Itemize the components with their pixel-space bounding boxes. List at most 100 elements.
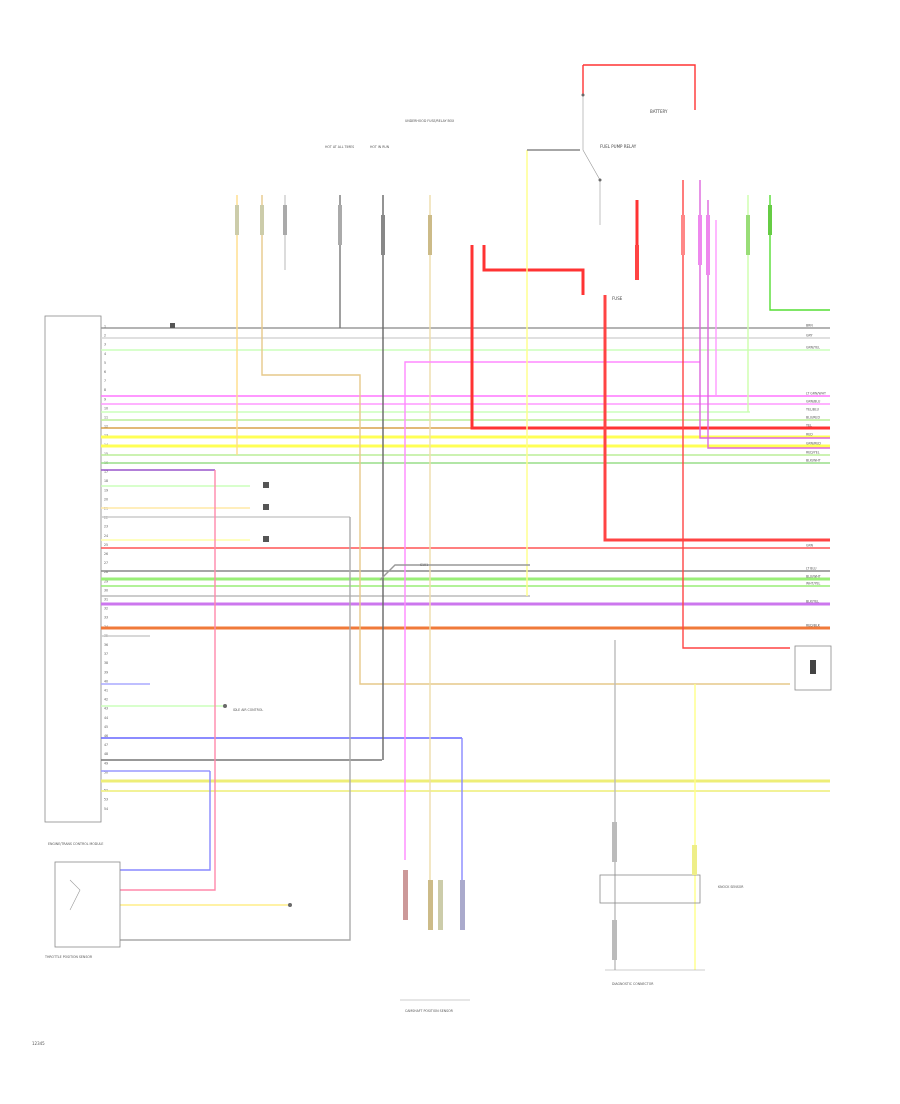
device-5 bbox=[223, 704, 227, 708]
label-idle-air: IDLE AIR CONTROL bbox=[233, 708, 263, 712]
ecm-pin-label: 27 bbox=[104, 561, 108, 565]
wire-label-w15: BLU/WHT bbox=[806, 575, 821, 579]
battery-node bbox=[581, 93, 585, 97]
ecm-pin-label: 42 bbox=[104, 698, 108, 702]
ecm-pin-label: 17 bbox=[104, 470, 108, 474]
bottom-connector-1 bbox=[403, 870, 408, 920]
bottom-connector-3 bbox=[438, 880, 443, 930]
wire-label-w3: GRN/YEL bbox=[806, 346, 820, 350]
wire-v-gray-sensor bbox=[120, 517, 351, 941]
throttle-sensor: ENGINE/TRANS CONTROL MODULE THROTTLE POS… bbox=[44, 842, 121, 959]
ecm-pin-label: 10 bbox=[104, 406, 108, 410]
harness-wires bbox=[101, 327, 830, 792]
connector-3 bbox=[283, 205, 287, 235]
ecm-pin-label: 4 bbox=[104, 352, 106, 356]
ecm-pin-label: 28 bbox=[104, 570, 108, 574]
wire-splice bbox=[379, 564, 530, 581]
device-4 bbox=[263, 536, 269, 542]
wire-v-red-3 bbox=[603, 295, 830, 542]
ecm-pin-label: 39 bbox=[104, 670, 108, 674]
wire-v-red-5 bbox=[682, 180, 790, 649]
wire-v-mag-2 bbox=[707, 200, 830, 449]
ecm-pin-label: 45 bbox=[104, 725, 108, 729]
connector-6 bbox=[428, 215, 432, 255]
connector-5 bbox=[381, 215, 385, 255]
ecm-pin-label: 31 bbox=[104, 598, 108, 602]
ecm-pin-label: 20 bbox=[104, 497, 108, 501]
wire-v-blu-sensor bbox=[120, 771, 211, 871]
wire-label-w12: BLK/WHT bbox=[806, 459, 821, 463]
battery-positive-wire bbox=[583, 64, 696, 110]
throttle-sensor-symbol bbox=[69, 879, 81, 911]
connector-10 bbox=[706, 215, 710, 275]
inline-devices: IDLE AIR CONTROL S101 bbox=[170, 323, 428, 907]
wire-v-2 bbox=[261, 195, 790, 685]
right-component-symbol bbox=[810, 660, 816, 674]
connector-9 bbox=[698, 215, 702, 265]
ecm-pin-label: 8 bbox=[104, 388, 106, 392]
wire-label-w6: YEL/BLU bbox=[806, 408, 820, 412]
ecm-pin-label: 12 bbox=[104, 425, 108, 429]
label-knock-sensor: KNOCK SENSOR bbox=[718, 885, 744, 889]
wire-label-w5: GRN/BLU bbox=[806, 400, 821, 404]
wire-v-red-2 bbox=[482, 245, 585, 295]
ecm-pin-label: 23 bbox=[104, 525, 108, 529]
ecm-pin-label: 30 bbox=[104, 588, 108, 592]
connector-2 bbox=[260, 205, 264, 235]
battery-label: BATTERY bbox=[650, 109, 668, 114]
wire-label-w4: LT GRN/WHT bbox=[806, 392, 826, 396]
wire-label-w16: WHT/YEL bbox=[806, 582, 821, 586]
ecm-pin-label: 24 bbox=[104, 534, 108, 538]
ecm-pin-label: 18 bbox=[104, 479, 108, 483]
ecm-pin-label: 46 bbox=[104, 734, 108, 738]
wire-label-w17: BLK/YEL bbox=[806, 600, 819, 604]
wire-v-red-1 bbox=[470, 245, 830, 430]
wire-v-7 bbox=[404, 361, 700, 860]
label-ecm: ENGINE/TRANS CONTROL MODULE bbox=[48, 842, 103, 846]
ecm-pin-label: 1 bbox=[104, 325, 106, 329]
ecm-pin-label: 19 bbox=[104, 488, 108, 492]
relay-label: FUEL PUMP RELAY bbox=[600, 144, 637, 149]
ecm-pin-label: 41 bbox=[104, 689, 108, 693]
label-relay-box: UNDERHOOD FUSE/RELAY BOX bbox=[405, 119, 455, 123]
device-6 bbox=[288, 903, 292, 907]
label-diagnostic-connector: DIAGNOSTIC CONNECTOR bbox=[612, 982, 654, 986]
ecm-pin-label: 36 bbox=[104, 643, 108, 647]
wire-label-w2: GRY bbox=[806, 334, 812, 338]
connector-4 bbox=[338, 205, 342, 245]
ecm-pin-label: 48 bbox=[104, 752, 108, 756]
right-wire-labels: BRN GRY GRN/YEL LT GRN/WHT GRN/BLU YEL/BLU BLU… bbox=[806, 324, 826, 628]
device-2 bbox=[263, 482, 269, 488]
label-hot-at-all-times: HOT AT ALL TIMES bbox=[325, 145, 354, 149]
connector-11 bbox=[746, 215, 750, 255]
bottom-connector-4 bbox=[460, 880, 465, 930]
wire-v-mag-1 bbox=[699, 180, 830, 439]
ecm-pin-label: 7 bbox=[104, 379, 106, 383]
fuse-label: FUSE bbox=[612, 296, 623, 301]
connector-8 bbox=[681, 215, 685, 255]
device-3 bbox=[263, 504, 269, 510]
wire-label-w7: BLU/RED bbox=[806, 416, 820, 420]
wire-label-w10: GRN/RED bbox=[806, 442, 821, 446]
label-throttle-sensor: THROTTLE POSITION SENSOR bbox=[44, 955, 93, 959]
ecm-pin-label: 40 bbox=[104, 679, 108, 683]
wire-v-grn-2 bbox=[769, 195, 830, 311]
wire-label-w18: RED/BLK bbox=[806, 624, 821, 628]
ecm-pin-label: 44 bbox=[104, 716, 108, 720]
ecm-pin-label: 9 bbox=[104, 397, 106, 401]
wire-label-w8: YEL bbox=[806, 424, 812, 428]
diag-connector-1 bbox=[612, 822, 617, 862]
ecm-pin-label: 25 bbox=[104, 543, 108, 547]
knock-sensor-box bbox=[599, 874, 701, 904]
throttle-sensor-box bbox=[54, 861, 121, 948]
wire-label-w1: BRN bbox=[806, 324, 813, 328]
vertical-wires bbox=[120, 149, 830, 970]
bottom-connector-2 bbox=[428, 880, 433, 930]
ecm-pin-label: 37 bbox=[104, 652, 108, 656]
wire-label-w14: LT BLU bbox=[806, 567, 817, 571]
connector-7 bbox=[635, 245, 639, 280]
wire-label-w11: RED/YEL bbox=[806, 451, 820, 455]
diag-connector-3 bbox=[692, 845, 697, 875]
